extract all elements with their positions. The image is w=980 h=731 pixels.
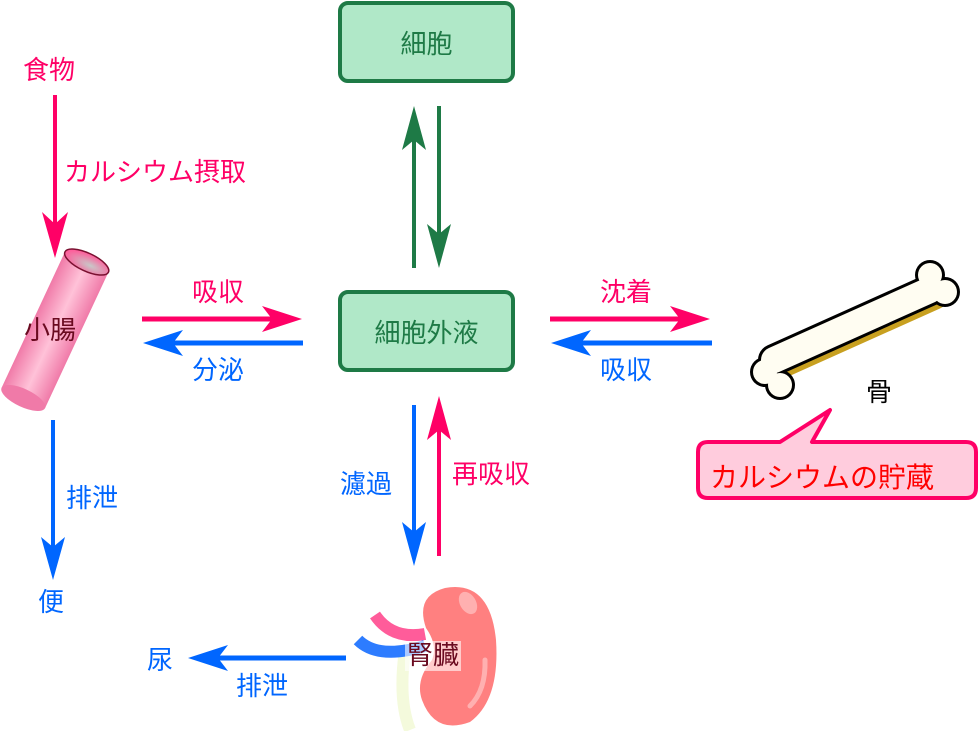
excretion-urine-label: 排泄: [236, 672, 289, 702]
arrow-calcium-intake: [42, 95, 68, 258]
bone-label: 骨: [866, 378, 893, 408]
arrow-absorption-intestine: [142, 306, 302, 332]
arrow-filtration: [402, 405, 426, 566]
filtration-label: 濾過: [340, 470, 393, 500]
absorption-intestine-label: 吸収: [192, 278, 245, 308]
excretion-feces-label: 排泄: [66, 484, 119, 514]
arrow-excretion-feces: [41, 420, 65, 580]
small-intestine-icon: [1, 248, 110, 411]
calcium-storage-text: カルシウムの貯蔵: [710, 461, 935, 494]
arrow-ecf-to-cells: [402, 106, 426, 268]
feces-label: 便: [38, 588, 65, 618]
absorption-bone-label: 吸収: [600, 356, 653, 386]
bone-icon: [750, 260, 960, 400]
cells-node: 細胞: [338, 1, 515, 83]
extracellular-fluid-node: 細胞外液: [338, 290, 515, 372]
calcium-intake-label: カルシウム摂取: [64, 158, 247, 188]
arrow-deposition: [550, 306, 710, 332]
calcium-storage-callout: [696, 408, 978, 500]
arrow-cells-to-ecf: [427, 106, 451, 268]
small-intestine-label: 小腸: [24, 316, 77, 346]
arrow-excretion-urine: [188, 645, 346, 671]
cells-label: 細胞: [400, 29, 453, 60]
arrow-secretion: [143, 330, 303, 356]
extracellular-fluid-label: 細胞外液: [374, 318, 479, 349]
reabsorption-label: 再吸収: [452, 460, 531, 490]
arrow-absorption-bone: [551, 330, 712, 356]
urine-label: 尿: [147, 646, 174, 676]
food-label: 食物: [23, 56, 76, 86]
kidney-label: 腎臓: [405, 641, 462, 671]
deposition-label: 沈着: [600, 278, 653, 308]
secretion-label: 分泌: [192, 356, 245, 386]
arrow-reabsorption: [427, 396, 451, 556]
